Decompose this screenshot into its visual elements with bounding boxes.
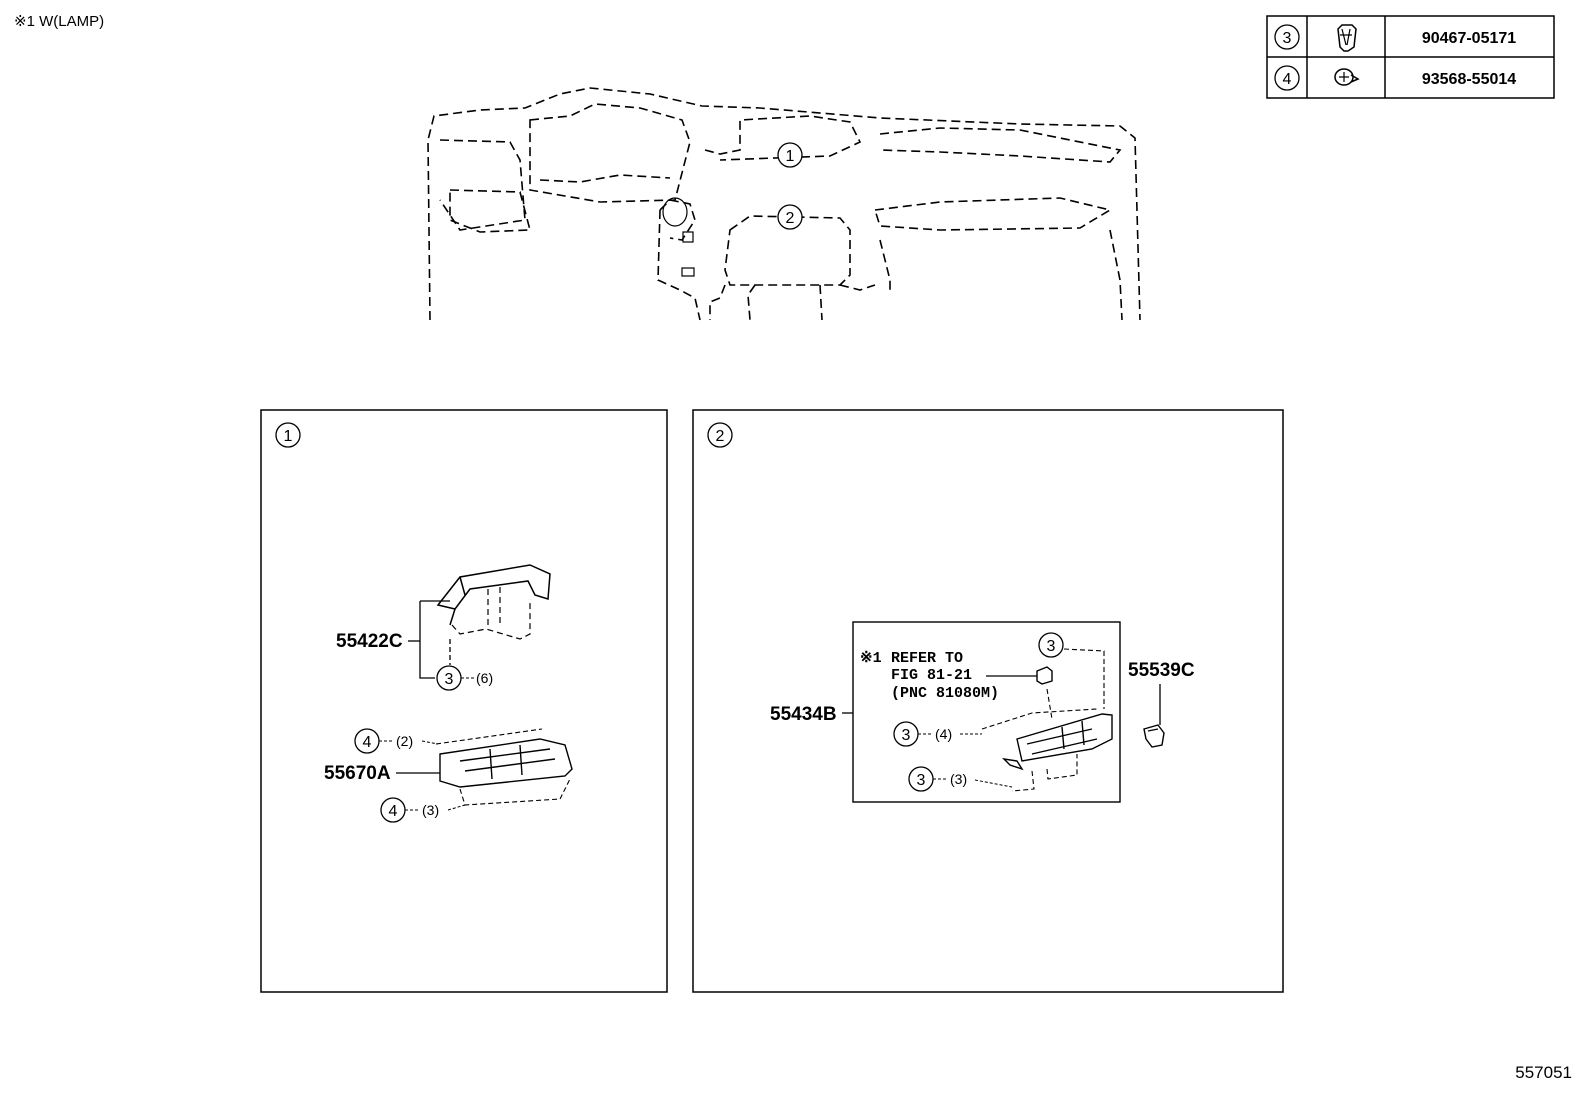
instrument-cover-part — [436, 564, 551, 640]
fastener-callout: 3 — [1038, 632, 1064, 658]
svg-text:3: 3 — [1047, 638, 1056, 655]
fastener-row-3: 3 90467-05171 — [1274, 24, 1516, 52]
svg-text:FIG 81-21: FIG 81-21 — [891, 667, 972, 684]
screw-icon — [1334, 68, 1360, 86]
fastener-ref: 4 — [1283, 71, 1292, 88]
svg-text:4: 4 — [363, 734, 372, 751]
header-note: ※1 W(LAMP) — [14, 13, 105, 30]
svg-text:(6): (6) — [476, 670, 493, 686]
part-label-55422C: 55422C — [336, 631, 403, 652]
overview-callout-1: 1 — [777, 142, 803, 168]
svg-text:(3): (3) — [950, 771, 967, 787]
svg-text:(2): (2) — [396, 733, 413, 749]
svg-text:REFER TO: REFER TO — [891, 650, 963, 667]
fastener-callout: 3 (3) — [908, 766, 1013, 792]
svg-text:(4): (4) — [935, 726, 952, 742]
svg-text:(PNC 81080M): (PNC 81080M) — [891, 685, 999, 702]
ref-circle — [1274, 24, 1300, 50]
svg-text:1: 1 — [284, 428, 293, 445]
dashboard-overview: 1 2 — [427, 87, 1141, 321]
part-label-55670A: 55670A — [324, 763, 391, 784]
ref-circle — [1274, 65, 1300, 91]
figure-number: 557051 — [1515, 1063, 1572, 1082]
part-label-55539C: 55539C — [1128, 660, 1195, 681]
overview-callout-2: 2 — [777, 204, 803, 230]
refer-note: ※1 REFER TO FIG 81-21 (PNC 81080M) — [860, 650, 999, 702]
fastener-table: 3 90467-05171 4 93568-55014 — [1266, 15, 1555, 99]
svg-text:1: 1 — [786, 148, 795, 165]
fastener-part-number: 90467-05171 — [1422, 30, 1516, 47]
panel-2-badge: 2 — [707, 422, 733, 448]
panel-1-badge: 1 — [275, 422, 301, 448]
fastener-ref: 3 — [1283, 30, 1292, 47]
detail-panel-1: 1 55422C 3 (6) 4 (2) 55670A — [260, 409, 668, 993]
svg-text:3: 3 — [902, 727, 911, 744]
fastener-callout: 3 (4) — [893, 721, 982, 747]
switch-panel-part — [981, 648, 1113, 792]
detail-panel-2: 2 55434B ※1 REFER TO FIG 81-21 (PNC 8108… — [692, 409, 1284, 993]
part-label-55434B: 55434B — [770, 704, 837, 725]
svg-text:3: 3 — [445, 671, 454, 688]
svg-text:3: 3 — [917, 772, 926, 789]
fastener-row-4: 4 93568-55014 — [1274, 65, 1516, 91]
bulb-part — [1036, 666, 1053, 685]
svg-text:2: 2 — [786, 210, 795, 227]
fastener-callout: 3 (6) — [436, 665, 493, 691]
svg-text:(3): (3) — [422, 802, 439, 818]
clip-icon — [1337, 24, 1357, 52]
svg-text:4: 4 — [389, 803, 398, 820]
fastener-callout: 4 (2) — [354, 728, 439, 754]
fastener-part-number: 93568-55014 — [1422, 71, 1516, 88]
fastener-callout: 4 (3) — [380, 797, 466, 823]
svg-text:2: 2 — [716, 428, 725, 445]
svg-text:※1: ※1 — [860, 650, 882, 667]
center-vent-part — [435, 728, 573, 806]
connector-part — [1143, 724, 1165, 748]
